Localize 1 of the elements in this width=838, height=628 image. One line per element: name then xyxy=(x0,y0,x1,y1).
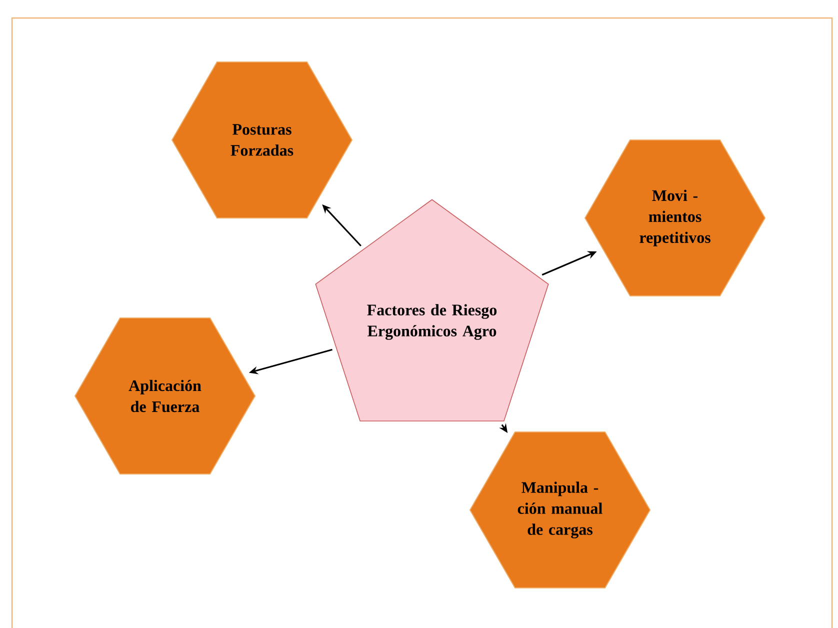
pentagon: Factores de Riesgo Ergonómicos Agro xyxy=(315,199,549,422)
